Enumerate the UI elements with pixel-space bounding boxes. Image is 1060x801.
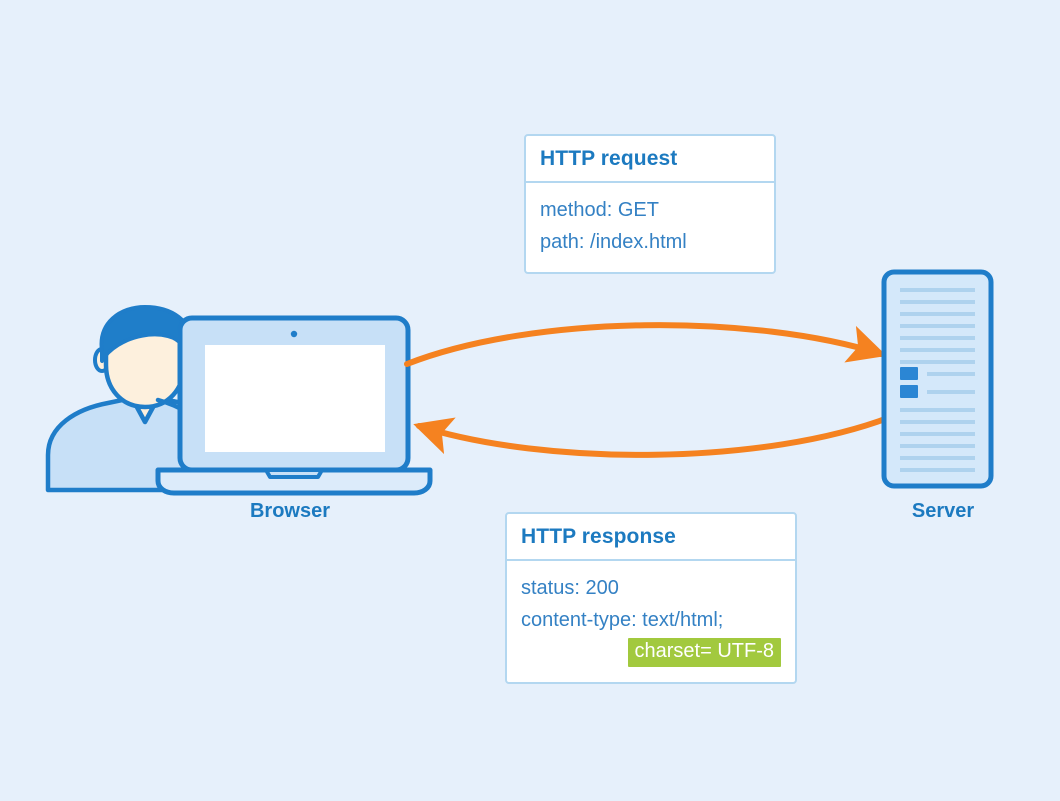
http-response-box: HTTP response status: 200 content-type: … (505, 512, 797, 684)
http-request-box: HTTP request method: GET path: /index.ht… (524, 134, 776, 275)
response-line-charset-wrap: charset= UTF-8 (521, 636, 781, 668)
laptop-webcam-icon (290, 330, 298, 338)
browser-illustration (40, 305, 440, 505)
server-indicator-squares (900, 367, 918, 398)
response-line-status: status: 200 (521, 577, 619, 599)
server-illustration (880, 268, 995, 495)
request-arrow (404, 322, 887, 367)
laptop-base (155, 467, 433, 496)
server-lines (900, 288, 975, 472)
server-svg (881, 269, 994, 489)
arrows-svg (404, 322, 896, 458)
laptop-trackpad-notch (264, 468, 324, 479)
laptop-screen (205, 345, 385, 452)
charset-highlight: charset= UTF-8 (627, 638, 781, 667)
request-line-path: path: /index.html (540, 230, 687, 253)
browser-label: Browser (249, 500, 331, 522)
response-line-content-type: content-type: text/html; (521, 608, 724, 631)
arrow-group (395, 320, 905, 475)
browser-svg (45, 305, 433, 496)
server-label: Server (911, 500, 975, 522)
response-arrow (413, 413, 896, 458)
http-response-body: status: 200 content-type: text/html; cha… (507, 561, 795, 682)
http-response-title: HTTP response (507, 514, 795, 561)
http-request-body: method: GET path: /index.html (526, 183, 774, 272)
http-request-title: HTTP request (526, 136, 774, 183)
request-line-method: method: GET (540, 199, 659, 221)
